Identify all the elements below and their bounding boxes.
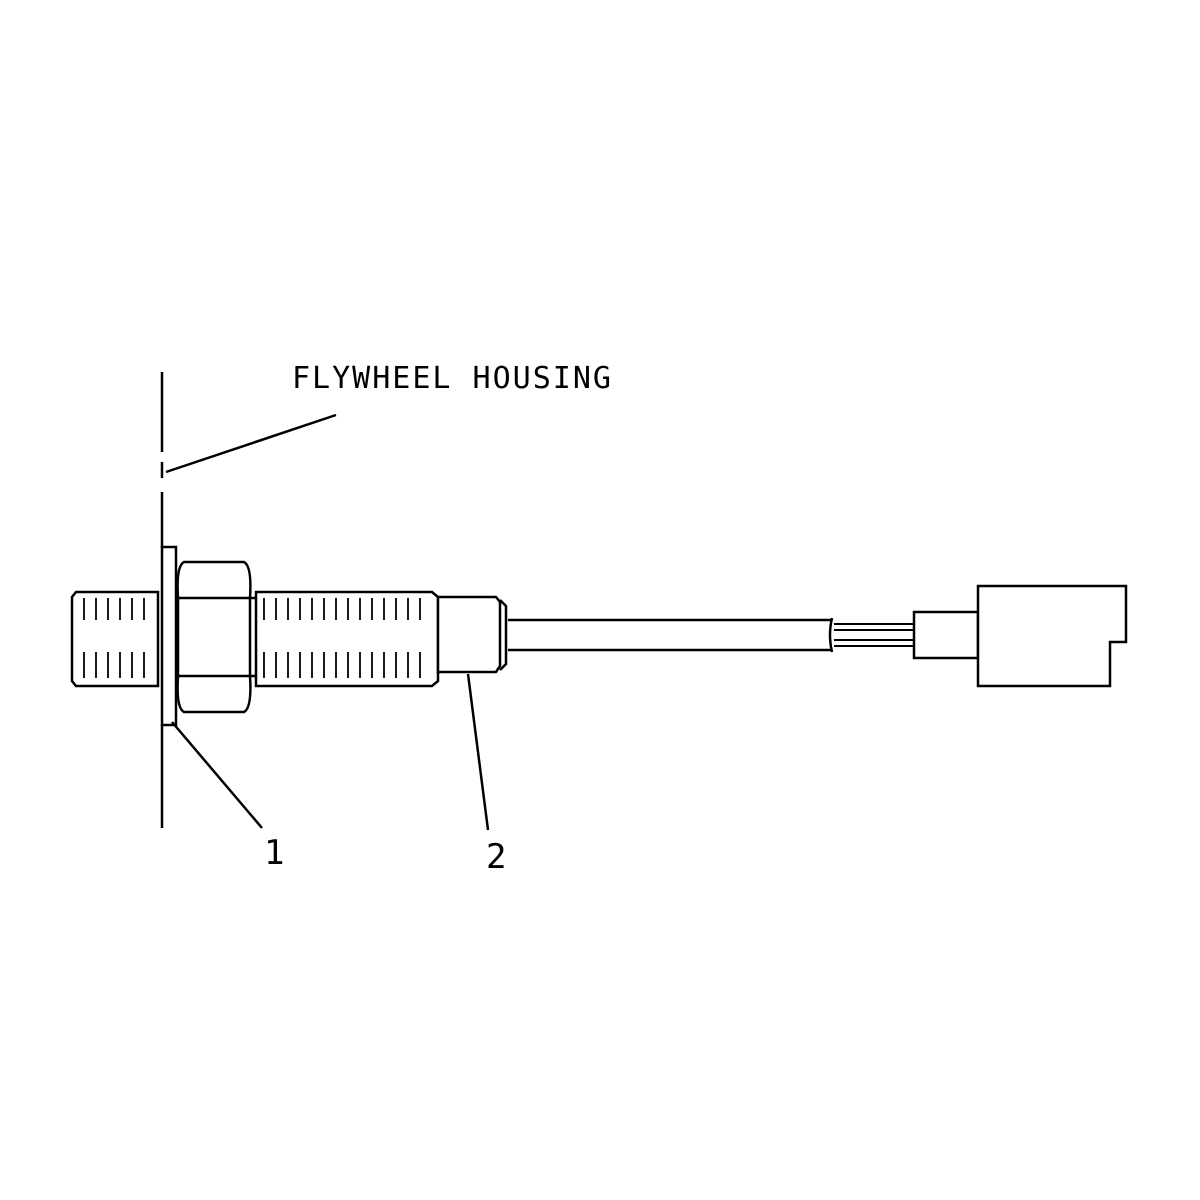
- cable-wires: [834, 623, 914, 647]
- flywheel-housing-leader: [165, 413, 337, 474]
- callout-1-number: 1: [264, 833, 284, 873]
- threaded-shaft-left: [70, 590, 160, 688]
- flywheel-housing-label: FLYWHEEL HOUSING: [292, 361, 613, 396]
- flange-washer: [160, 545, 178, 727]
- callout-1-leader: [171, 721, 263, 829]
- sensor-collar-lip: [499, 599, 508, 671]
- callout-2-number: 2: [486, 837, 506, 877]
- jam-nut: [176, 560, 256, 714]
- threaded-shaft-right: [254, 590, 440, 688]
- sensor-cable: [508, 617, 834, 653]
- electrical-connector: [912, 584, 1128, 688]
- callout-2-leader: [466, 673, 490, 831]
- sensor-collar: [436, 595, 502, 674]
